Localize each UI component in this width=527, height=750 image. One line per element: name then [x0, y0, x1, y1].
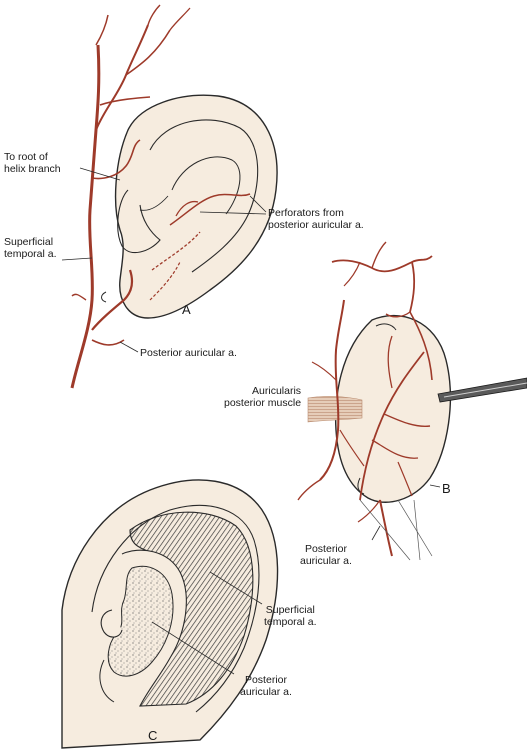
label-perforators: Perforators from posterior auricular a. — [268, 207, 364, 231]
label-superficial-temporal-c: Superficial temporal a. — [264, 604, 317, 628]
panel-label-c: C — [148, 728, 158, 743]
label-posterior-auricular-b: Posterior auricular a. — [300, 543, 352, 567]
panel-label-b: B — [442, 481, 451, 496]
figure-b — [297, 241, 527, 561]
label-auricularis-line2: posterior muscle — [224, 397, 302, 409]
label-posterior-auricular-b-line1: Posterior — [304, 543, 347, 555]
label-perforators-line1: Perforators from — [268, 207, 344, 219]
label-root-of-helix-line2: helix branch — [4, 163, 61, 175]
figure-c — [61, 479, 279, 749]
label-posterior-auricular-c: Posterior auricular a. — [240, 674, 292, 698]
superficial-temporal-artery-a — [70, 44, 101, 389]
panel-label-a: A — [182, 302, 191, 317]
label-superficial-temporal-a: Superficial temporal a. — [4, 236, 57, 260]
label-superficial-temporal-c-line2: temporal a. — [264, 616, 317, 628]
label-superficial-temporal-a-line2: temporal a. — [4, 248, 57, 260]
label-auricularis-line1: Auricularis — [252, 385, 302, 397]
label-posterior-auricular-a: Posterior auricular a. — [140, 347, 237, 359]
label-superficial-temporal-a-line1: Superficial — [4, 236, 54, 248]
posterior-auricular-territory — [107, 565, 174, 677]
auricularis-muscle — [307, 395, 363, 423]
label-posterior-auricular-c-line2: auricular a. — [240, 686, 292, 698]
label-root-of-helix-line1: To root of — [4, 151, 48, 163]
label-posterior-auricular-b-line2: auricular a. — [300, 555, 352, 567]
label-posterior-auricular-c-line1: Posterior — [244, 674, 287, 686]
ear-a-outline — [114, 94, 278, 319]
label-auricularis: Auricularis posterior muscle — [224, 385, 301, 409]
posterior-auricular-artery-b — [319, 299, 345, 481]
label-superficial-temporal-c-line1: Superficial — [265, 604, 315, 616]
posterior-auricular-artery-a — [91, 269, 134, 331]
figure-a — [61, 4, 278, 389]
label-perforators-line2: posterior auricular a. — [268, 219, 364, 231]
label-root-of-helix: To root of helix branch — [4, 151, 61, 175]
